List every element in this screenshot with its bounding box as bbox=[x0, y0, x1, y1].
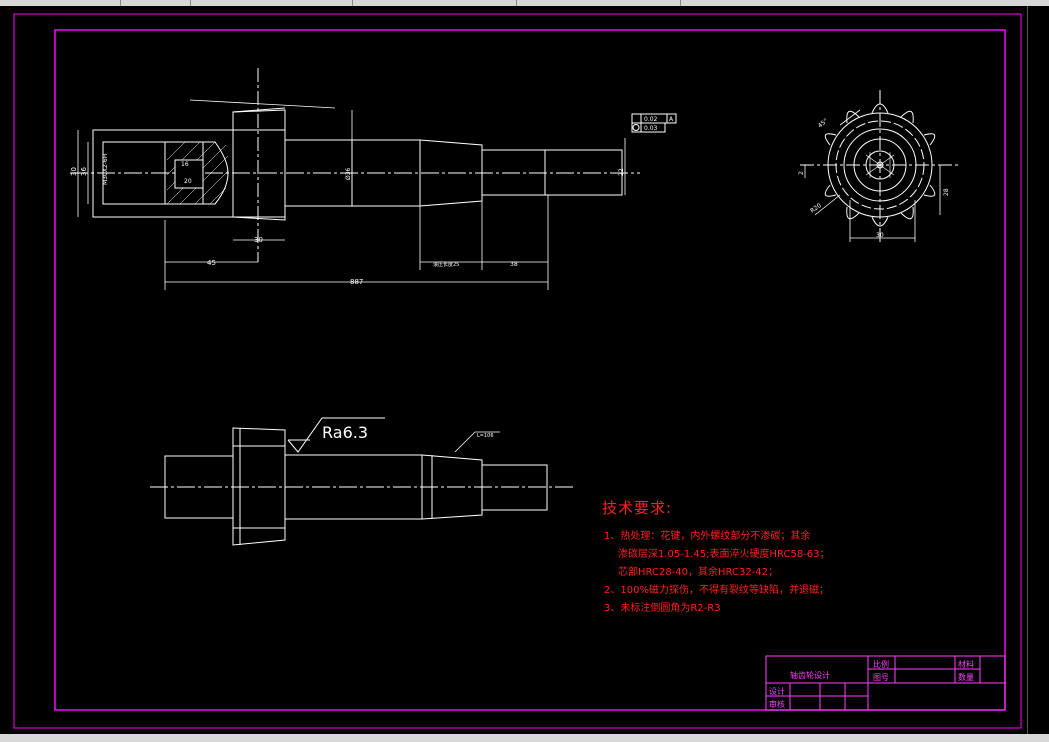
dim-45deg: 45° bbox=[817, 117, 830, 129]
tech-line-5: 3、未标注倒圆角为R2-R3 bbox=[604, 603, 721, 614]
tol-datum: A bbox=[669, 116, 674, 123]
ext-right-end bbox=[481, 464, 548, 511]
gear-end-view[interactable] bbox=[800, 90, 960, 245]
toolbar-separator bbox=[680, 0, 681, 6]
shaft-exterior-view[interactable] bbox=[150, 417, 575, 546]
ext-gear-body bbox=[232, 427, 286, 546]
center-dot bbox=[876, 161, 884, 169]
tech-line-2: 渗碳层深1.05-1.45;表面淬火硬度HRC58-63； bbox=[618, 549, 830, 560]
concentricity-symbol bbox=[632, 124, 640, 131]
gear-tip-line bbox=[232, 107, 286, 113]
dim-30b: 30 bbox=[254, 236, 263, 244]
dim-30c: 30 bbox=[876, 232, 884, 239]
tol-value-2: 0.03 bbox=[644, 125, 658, 132]
dim-28: 28 bbox=[943, 188, 950, 196]
title-scale-label: 比例 bbox=[873, 660, 889, 669]
sheet-border-inner bbox=[54, 29, 1006, 711]
dim-phi36: Ø36 bbox=[345, 167, 352, 180]
toolbar-separator bbox=[352, 0, 353, 6]
tolerance-frame bbox=[631, 122, 666, 133]
dim-thread: M30X2-6H bbox=[102, 154, 109, 185]
title-drawing-no-label: 图号 bbox=[873, 673, 889, 682]
gear-root-circle bbox=[843, 128, 917, 202]
gear-teeth bbox=[824, 103, 936, 227]
dim-16: 16 bbox=[181, 161, 189, 168]
toolbar-separator bbox=[120, 0, 121, 6]
toolbar-separator bbox=[516, 0, 517, 6]
dim-45: 45 bbox=[207, 259, 216, 267]
taper-note: L=106 bbox=[477, 433, 494, 439]
roughness-label: Ra6.3 bbox=[322, 423, 368, 442]
inner-pocket bbox=[174, 159, 204, 189]
gear-body bbox=[232, 109, 286, 221]
tech-line-3: 芯部HRC28-40，其余HRC32-42； bbox=[618, 567, 779, 578]
roughness-symbol bbox=[287, 417, 385, 453]
ext-main-shaft bbox=[284, 454, 423, 520]
title-quantity-label: 数量 bbox=[958, 673, 974, 682]
bore-circle bbox=[853, 138, 907, 192]
spline-lines bbox=[865, 152, 895, 178]
title-block bbox=[765, 655, 1006, 711]
dim-38: 38 bbox=[510, 261, 518, 268]
taper-leader bbox=[454, 431, 500, 453]
shaft-right-end bbox=[481, 149, 623, 196]
tech-requirements-title: 技术要求: bbox=[602, 499, 673, 517]
dim-22: 22 bbox=[618, 168, 625, 176]
tech-line-4: 2、100%磁力探伤，不得有裂纹等缺陷，并退磁； bbox=[604, 585, 829, 596]
title-checker-label: 审核 bbox=[769, 700, 785, 709]
dim-20: 20 bbox=[184, 178, 192, 185]
dimension-texts: 30 36 M30X2-6H 16 20 30 45 887 Ø36 22 滚压… bbox=[70, 116, 674, 286]
hatched-section bbox=[164, 141, 229, 205]
dim-small: 滚压长度25 bbox=[433, 261, 459, 268]
right-scrollbar[interactable] bbox=[1027, 6, 1049, 736]
dim-r20: R20 bbox=[809, 202, 823, 215]
dim-total: 887 bbox=[350, 278, 363, 286]
cad-drawing-canvas[interactable]: 30 36 M30X2-6H 16 20 30 45 887 Ø36 22 滚压… bbox=[0, 6, 1027, 734]
dim-2: 2 bbox=[798, 171, 805, 175]
top-toolbar-strip bbox=[0, 0, 1049, 6]
title-material-label: 材料 bbox=[958, 660, 974, 669]
shaft-section-view[interactable] bbox=[70, 68, 677, 290]
hub-circle bbox=[865, 150, 895, 180]
sheet-border-outer bbox=[13, 13, 1022, 729]
dimension-lines bbox=[77, 99, 626, 290]
title-part-name: 轴齿轮设计 bbox=[790, 671, 830, 680]
title-designer-label: 设计 bbox=[769, 687, 785, 696]
dim-30: 30 bbox=[70, 167, 78, 176]
toolbar-separator bbox=[190, 0, 191, 6]
gear-outer-circle bbox=[827, 112, 933, 218]
bottom-status-strip bbox=[0, 734, 1049, 742]
tech-line-1: 1、热处理：花键，内外螺纹部分不渗碳；其余 bbox=[604, 531, 811, 542]
dim-36: 36 bbox=[80, 167, 88, 176]
tol-value-1: 0.02 bbox=[644, 116, 658, 123]
gear-pitch-circle bbox=[835, 120, 925, 210]
